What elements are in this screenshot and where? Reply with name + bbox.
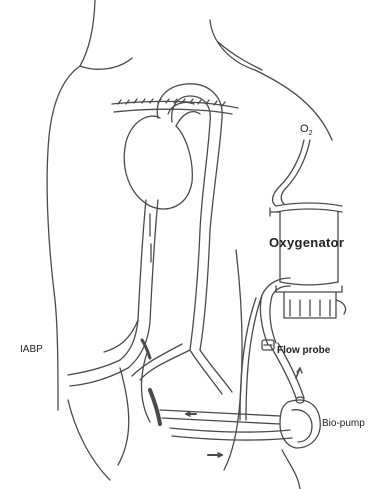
- oxygenator-label: Oxygenator: [269, 236, 344, 249]
- bio-pump-label: Bio-pump: [322, 419, 365, 429]
- femoral-vessels: [142, 340, 160, 424]
- arterial-cannula: [160, 410, 280, 424]
- iabp-label: IABP: [20, 345, 43, 355]
- heart: [124, 102, 200, 209]
- flow-probe-label: Flow probe: [277, 346, 330, 356]
- vena-cava: [120, 200, 158, 368]
- o2-label: O2: [300, 124, 312, 137]
- o2-line: [273, 140, 310, 206]
- o2-label-subscript: 2: [309, 130, 313, 137]
- oxygenator: [270, 203, 346, 318]
- bio-pump: [280, 397, 320, 448]
- o2-label-text: O: [300, 123, 309, 135]
